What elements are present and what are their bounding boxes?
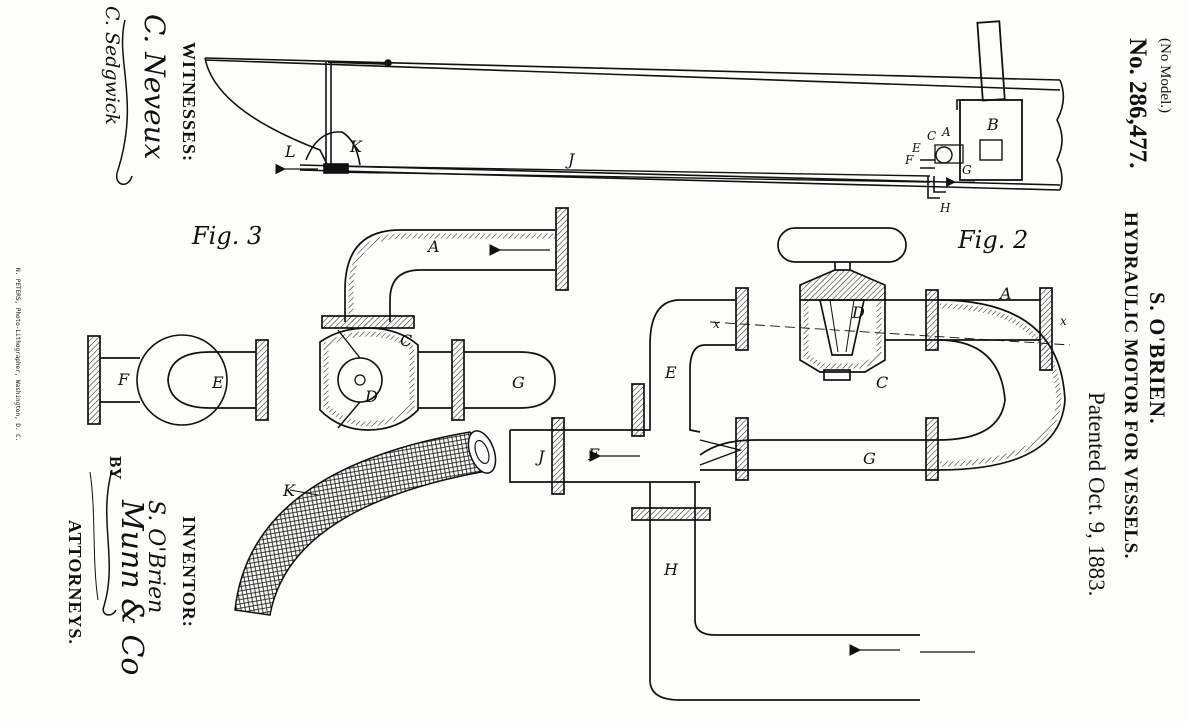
witness-signature-1: C. Sedgwick bbox=[101, 6, 123, 126]
valve-stem-C bbox=[823, 369, 851, 381]
loop-E-inner bbox=[689, 344, 735, 433]
valve-bonnet bbox=[799, 269, 886, 301]
loop-E-outer bbox=[510, 299, 735, 431]
funnel bbox=[976, 20, 1006, 102]
label-J-fig2: J bbox=[535, 447, 546, 466]
valve-chamber bbox=[799, 300, 886, 373]
tiller bbox=[327, 61, 391, 65]
valve-gate-D bbox=[818, 299, 866, 356]
pipe-J bbox=[329, 165, 931, 177]
label-H-fig2: H bbox=[663, 560, 679, 579]
fig1-vessel bbox=[204, 20, 1065, 199]
fig3-caption: Fig. 3 bbox=[191, 222, 262, 250]
intake-H bbox=[927, 176, 946, 199]
valve-handle bbox=[777, 227, 907, 263]
flange-F bbox=[87, 335, 101, 425]
label-x-left: x bbox=[713, 317, 720, 331]
outlet-F bbox=[509, 430, 700, 483]
loop-G-outer bbox=[700, 299, 1066, 471]
label-G-fig3: G bbox=[512, 373, 525, 392]
pipe-A-outer bbox=[344, 229, 555, 322]
label-D-fig3: D bbox=[364, 387, 378, 406]
pipe-H-outer bbox=[649, 482, 920, 701]
disc-F bbox=[136, 334, 228, 426]
attorneys-heading: ATTORNEYS. bbox=[65, 520, 85, 645]
hull-bow bbox=[204, 57, 331, 171]
bend-E bbox=[167, 351, 211, 409]
label-J: J bbox=[565, 150, 576, 169]
label-F-fig2: F bbox=[587, 445, 600, 464]
no-model-note: (No Model.) bbox=[1157, 38, 1173, 113]
pipe-A-inner bbox=[389, 269, 555, 322]
label-A-fig2: A bbox=[998, 284, 1012, 303]
flange-G-left bbox=[451, 339, 465, 421]
label-E-fig2: E bbox=[664, 363, 677, 382]
hose-K bbox=[234, 431, 494, 616]
label-F-fig1: F bbox=[904, 153, 914, 167]
label-H-fig1: H bbox=[939, 201, 951, 215]
fig2-caption: Fig. 2 bbox=[957, 226, 1028, 254]
label-B: B bbox=[986, 115, 999, 134]
patent-title: HYDRAULIC MOTOR FOR VESSELS. bbox=[1120, 212, 1141, 559]
loop-G-inner bbox=[699, 339, 1006, 456]
witness-signature-2: C. Neveux bbox=[138, 14, 171, 160]
by-label: BY bbox=[106, 456, 125, 480]
inventor-name-header: S. O'BRIEN. bbox=[1145, 292, 1170, 425]
nozzle-housing bbox=[305, 131, 361, 166]
valve-body-C bbox=[319, 327, 419, 431]
label-C-fig2: C bbox=[876, 373, 888, 392]
label-K-fig3: K bbox=[282, 481, 296, 500]
lithographer-imprint: N. PETERS, Photo-Lithographer, Washingto… bbox=[14, 268, 21, 442]
label-L: L bbox=[284, 142, 296, 161]
fig3-labels: Fig. 3 A C D E F G K bbox=[117, 222, 525, 500]
fig2-labels: Fig. 2 A D C E F J G H x x bbox=[535, 226, 1067, 579]
patent-date: Patented Oct. 9, 1883. bbox=[1084, 392, 1109, 597]
fig2-drawing bbox=[509, 227, 1071, 701]
label-A-fig1: A bbox=[941, 125, 951, 139]
pump-small bbox=[935, 146, 953, 164]
label-F-fig3: F bbox=[117, 370, 130, 389]
attorney-signature-flourish bbox=[102, 469, 117, 616]
jet-nozzle bbox=[323, 163, 349, 174]
flange-A-end bbox=[555, 207, 569, 291]
label-G-fig1: G bbox=[962, 163, 972, 177]
pipe-F bbox=[100, 357, 140, 403]
label-E-fig3: E bbox=[211, 373, 224, 392]
flange-E bbox=[255, 339, 269, 421]
pipe-H-inner bbox=[694, 482, 920, 636]
label-E-fig1: E bbox=[911, 141, 921, 155]
witnesses-heading: WITNESSES: bbox=[179, 42, 199, 163]
label-K: K bbox=[349, 137, 363, 156]
pipe-G bbox=[464, 351, 556, 409]
fig3-drawing bbox=[87, 207, 569, 616]
label-C-fig3: C bbox=[400, 331, 412, 350]
attorney-signature: Munn & Co bbox=[114, 500, 149, 676]
hull-break bbox=[1056, 79, 1065, 191]
label-A-fig3: A bbox=[426, 237, 440, 256]
label-G-fig2: G bbox=[863, 449, 876, 468]
label-D-fig2: D bbox=[851, 303, 865, 322]
flange-J bbox=[551, 417, 565, 495]
section-line-x bbox=[709, 321, 1071, 346]
flange-A-valve bbox=[321, 315, 415, 329]
inventor-heading: INVENTOR: bbox=[179, 516, 199, 628]
witness-signature-flourish bbox=[115, 19, 133, 185]
label-C-fig1: C bbox=[927, 129, 936, 143]
fig1-labels: L K J B C A E F G H bbox=[284, 115, 999, 215]
patent-number: No. 286,477. bbox=[1124, 38, 1151, 169]
pipe-A-fig2 bbox=[885, 299, 1040, 341]
signature-strokes bbox=[89, 19, 133, 616]
label-x-right: x bbox=[1060, 314, 1067, 328]
